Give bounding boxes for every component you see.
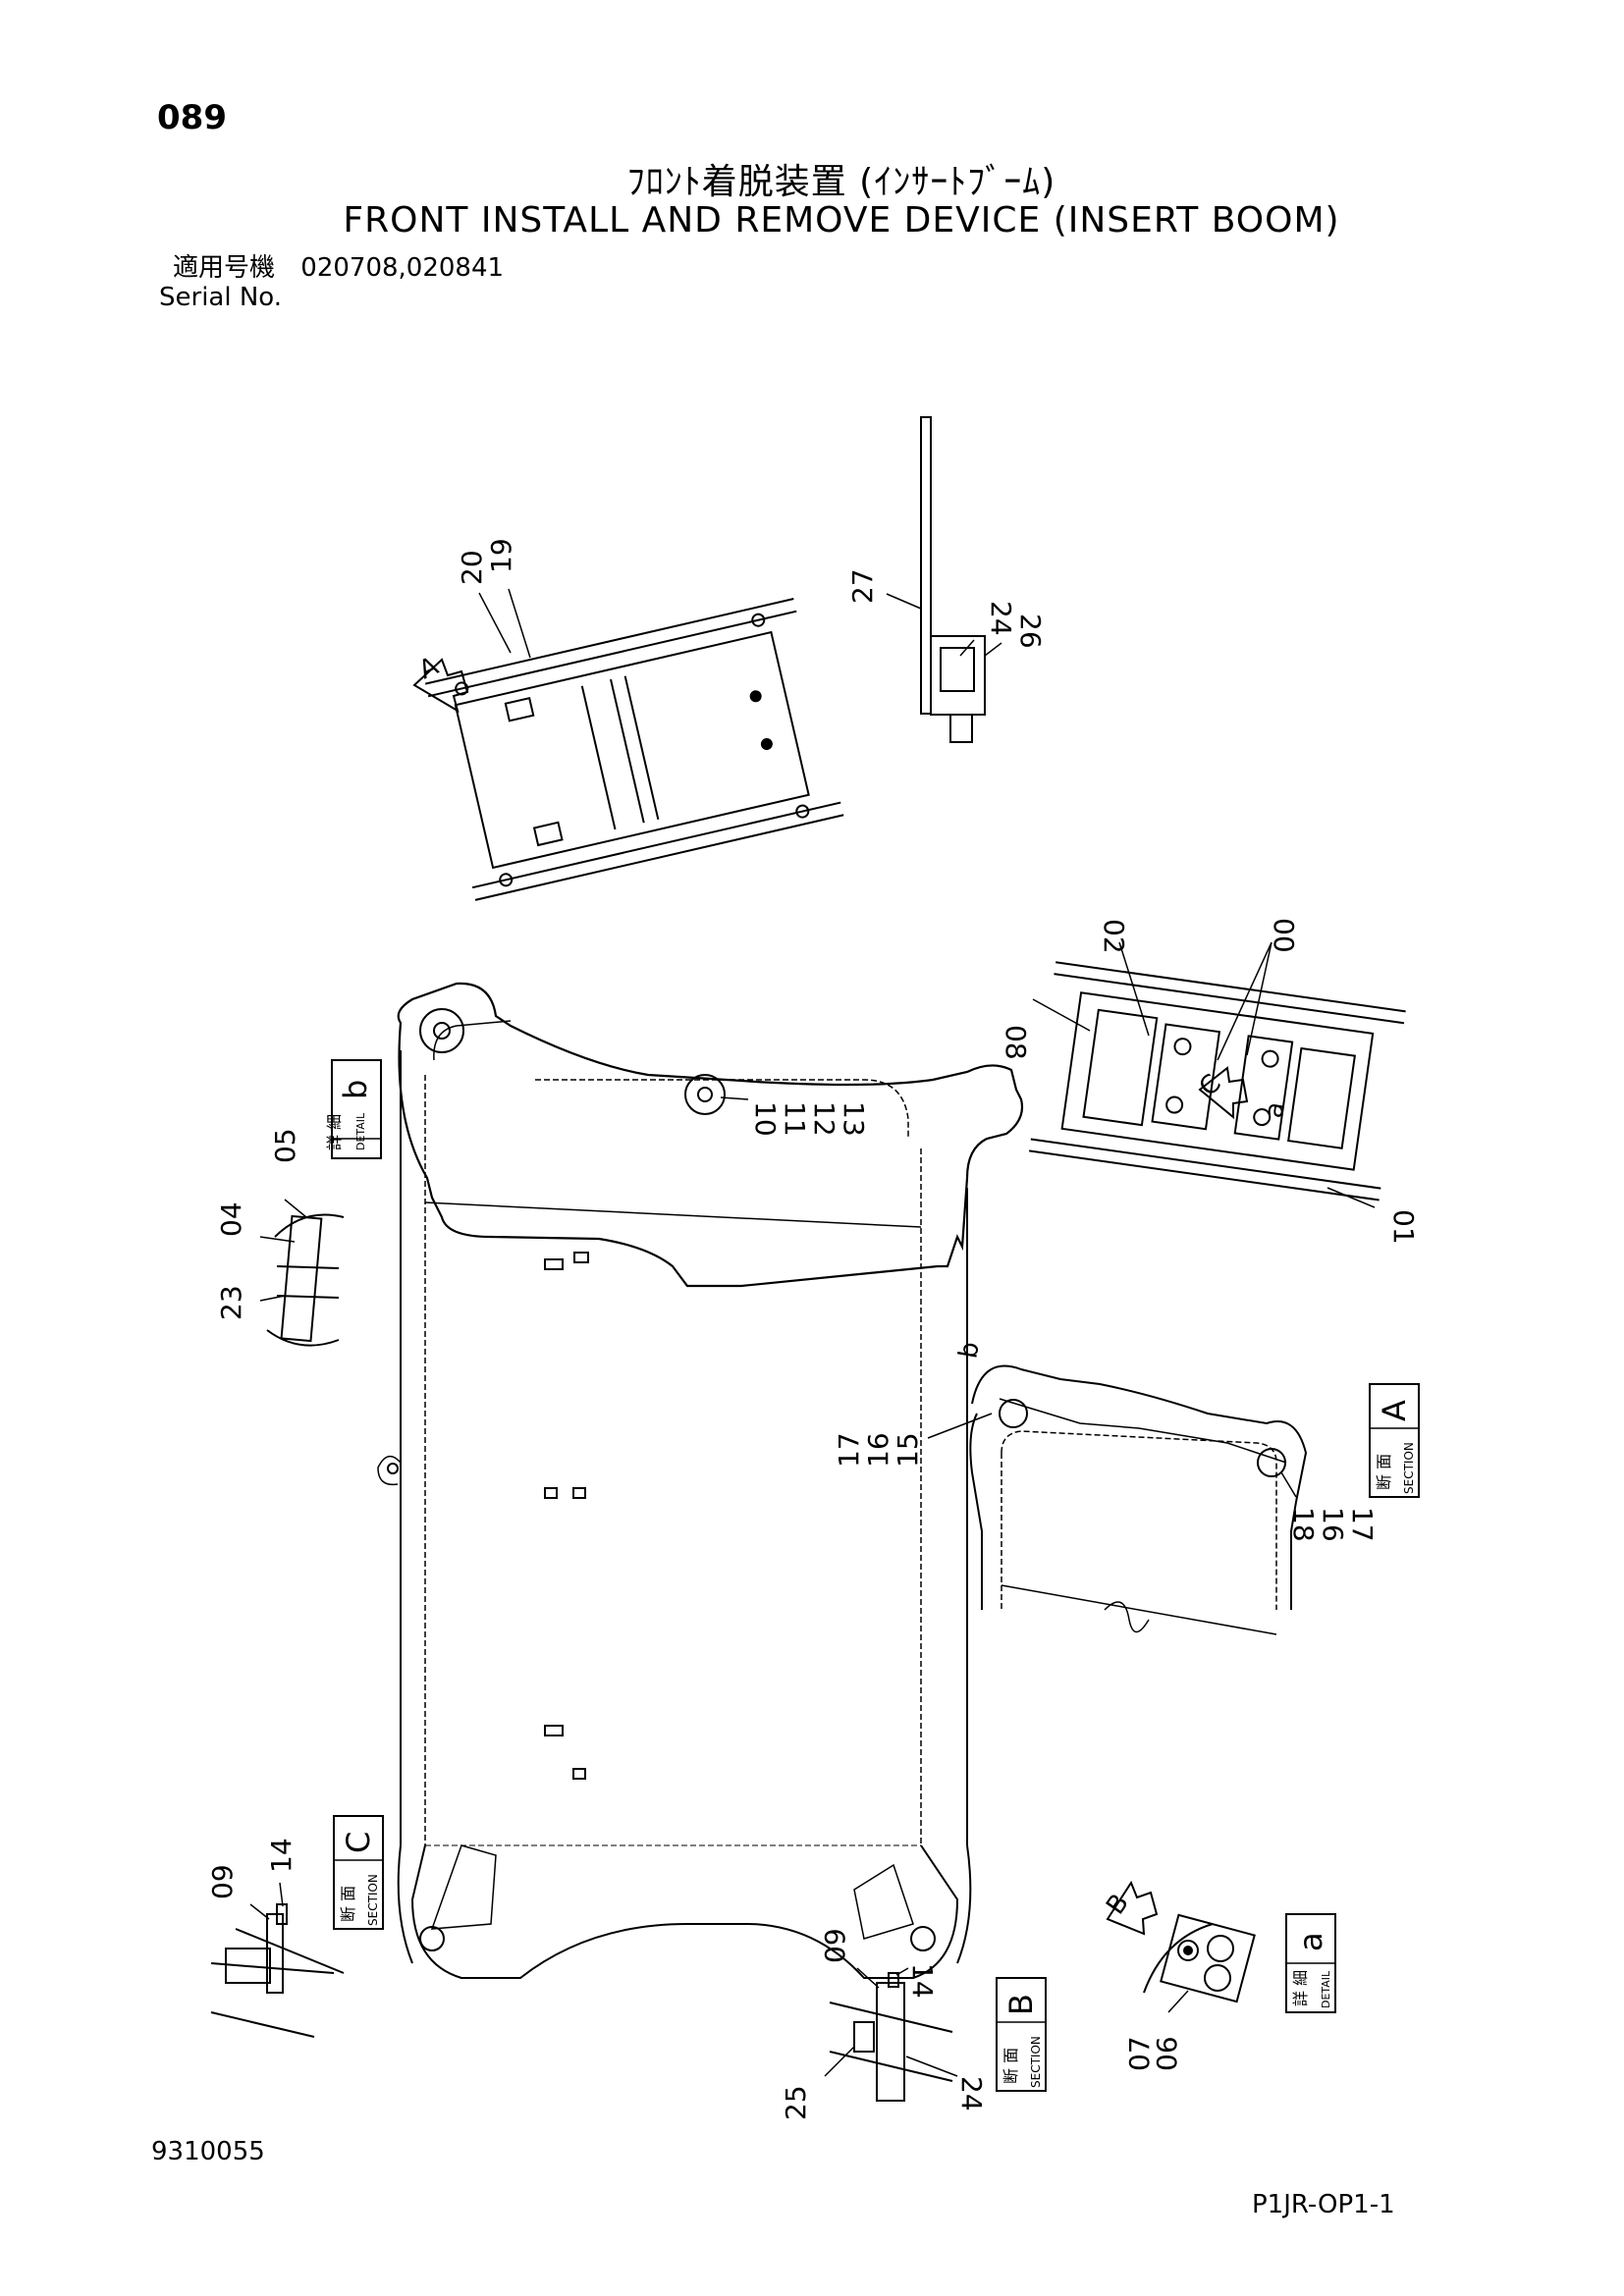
callout-05: 05 [269,1128,301,1163]
callout-17-right: 17 [1346,1507,1379,1542]
tag-detail-a-letter: a [1292,1932,1329,1951]
callout-10: 10 [749,1101,782,1137]
callout-07: 07 [1123,2036,1156,2071]
callout-01: 01 [1387,1209,1420,1245]
section-a-boom [969,1364,1308,1635]
callout-11: 11 [779,1101,811,1137]
callout-13: 13 [838,1101,870,1137]
callout-23: 23 [215,1285,247,1320]
serial-block: 適用号機 020708,020841 Serial No. [159,253,505,312]
callout-09-c: 09 [206,1864,239,1899]
tag-section-c-letter: C [340,1832,377,1853]
document-id: 9310055 [151,2137,265,2166]
tag-section-a-jp: 断 面 [1375,1454,1393,1490]
callout-24-top: 24 [985,601,1017,636]
view-letters: A C B a b [414,652,1290,1920]
callout-18: 18 [1287,1507,1320,1542]
callout-08: 08 [1000,1025,1032,1060]
detail-a-bracket [1143,1913,1256,2013]
callout-09-b: 09 [819,1928,851,1963]
tag-section-a-en: SECTION [1402,1442,1416,1494]
callout-27: 27 [846,568,879,604]
callout-17-left: 17 [833,1432,865,1468]
callout-00: 00 [1268,918,1300,953]
tag-section-a: 断 面 SECTION A [1369,1383,1420,1498]
callout-14-c: 14 [265,1838,298,1873]
label-b-small: b [953,1340,985,1361]
title-japanese: ﾌﾛﾝﾄ着脱装置 (ｲﾝｻｰﾄﾌﾞｰﾑ) [626,162,1056,202]
callout-16-right: 16 [1317,1507,1349,1542]
tag-detail-a: 詳 細 DETAIL a [1285,1913,1336,2013]
detail-b-pin [266,1213,345,1347]
callout-06: 06 [1151,2036,1183,2071]
callout-04: 04 [215,1201,247,1237]
tag-section-c-en: SECTION [366,1874,380,1926]
tag-detail-b: 詳 細 DETAIL b [325,1059,382,1159]
tag-section-c: 断 面 SECTION C [333,1815,384,1930]
bracket-27 [886,416,1002,743]
tag-section-c-jp: 断 面 [339,1886,357,1922]
frame-assembly-right [1029,961,1406,1201]
label-a-small: a [1259,1099,1290,1120]
section-b-detail [829,1972,953,2102]
tag-detail-b-letter: b [337,1080,374,1099]
tag-section-a-letter: A [1376,1400,1413,1421]
arrow-b-letter: B [1101,1889,1135,1920]
callout-15: 15 [892,1432,924,1468]
callout-12: 12 [808,1101,840,1137]
callout-25: 25 [780,2085,812,2120]
arrow-c-letter: C [1194,1069,1227,1102]
section-c-detail [210,1903,345,2038]
tag-detail-a-jp: 詳 細 [1291,1970,1310,2006]
main-boom-outline [377,982,1024,1979]
callout-16-left: 16 [862,1432,894,1468]
tag-detail-a-en: DETAIL [1320,1970,1332,2008]
view-arrow-b [1106,1880,1159,1936]
tag-section-b-letter: B [1002,1994,1040,2015]
callout-19: 19 [485,538,517,573]
callout-labels: 20 19 27 24 26 02 00 08 01 10 11 12 13 0… [206,538,1420,2120]
serial-numbers: 020708,020841 [300,253,505,283]
page-number: 089 [157,98,227,137]
tag-detail-b-en: DETAIL [354,1112,367,1150]
boom-section-top-view [424,598,844,901]
callout-20: 20 [456,550,488,585]
sheet-reference: P1JR-OP1-1 [1252,2190,1395,2219]
tag-detail-b-jp: 詳 細 [325,1114,344,1150]
leader-lines [249,588,1376,2077]
callout-02: 02 [1098,919,1130,954]
callout-26: 26 [1014,614,1047,649]
tag-section-b-en: SECTION [1029,2036,1043,2088]
serial-label-en: Serial No. [159,283,282,312]
tag-section-b: 断 面 SECTION B [996,1977,1047,2092]
tag-section-b-jp: 断 面 [1001,2048,1020,2084]
callout-24-bottom: 24 [955,2076,988,2111]
serial-label-jp: 適用号機 [173,253,276,283]
view-arrow-c-right [1198,1066,1249,1120]
title-english: FRONT INSTALL AND REMOVE DEVICE (INSERT … [343,200,1340,240]
callout-14-b: 14 [906,1963,939,1999]
view-arrow-a-top [412,658,469,714]
